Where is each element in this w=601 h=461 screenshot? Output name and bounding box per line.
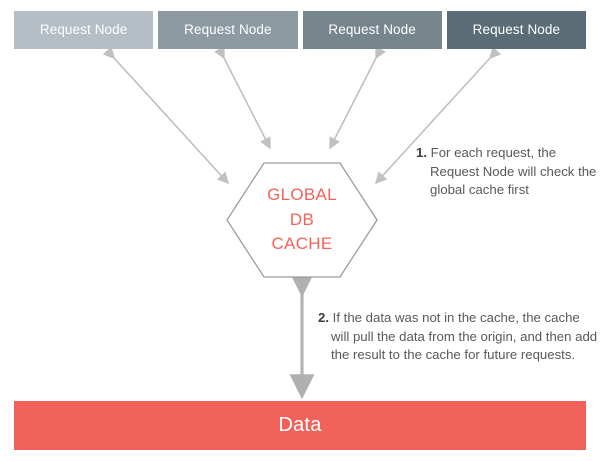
global-db-cache-node[interactable]: GLOBAL DB CACHE <box>226 150 378 290</box>
cache-line-2: DB <box>289 209 315 229</box>
annotation-2: 2. If the data was not in the cache, the… <box>318 309 599 365</box>
annotation-2-number: 2. <box>318 310 329 325</box>
request-node-row: Request Node Request Node Request Node R… <box>14 11 586 49</box>
request-node-2-label: Request Node <box>184 22 272 38</box>
hexagon-shape-icon <box>226 162 378 278</box>
data-store-label: Data <box>278 414 322 436</box>
request-node-1-label: Request Node <box>39 22 128 38</box>
cache-line-1: GLOBAL <box>267 185 337 205</box>
arrow-node2-to-cache <box>214 46 271 150</box>
annotation-1-text: For each request, the Request Node will … <box>430 145 597 198</box>
arrow-node1-to-cache <box>102 46 230 185</box>
arrow-node3-to-cache <box>329 46 386 150</box>
request-node-3-label: Request Node <box>328 22 416 38</box>
request-node-1[interactable]: Request Node <box>14 11 154 49</box>
data-store-bar[interactable]: Data <box>14 401 586 450</box>
request-node-2[interactable]: Request Node <box>158 11 298 49</box>
annotation-1-number: 1. <box>416 145 427 160</box>
annotation-2-text: If the data was not in the cache, the ca… <box>331 310 598 363</box>
annotation-1: 1. For each request, the Request Node wi… <box>416 144 601 200</box>
request-node-4-label: Request Node <box>472 22 561 38</box>
cache-line-3: CACHE <box>271 234 333 254</box>
global-db-cache-label: GLOBAL DB CACHE <box>226 150 378 290</box>
request-node-3[interactable]: Request Node <box>302 11 442 49</box>
request-node-4[interactable]: Request Node <box>446 11 586 49</box>
